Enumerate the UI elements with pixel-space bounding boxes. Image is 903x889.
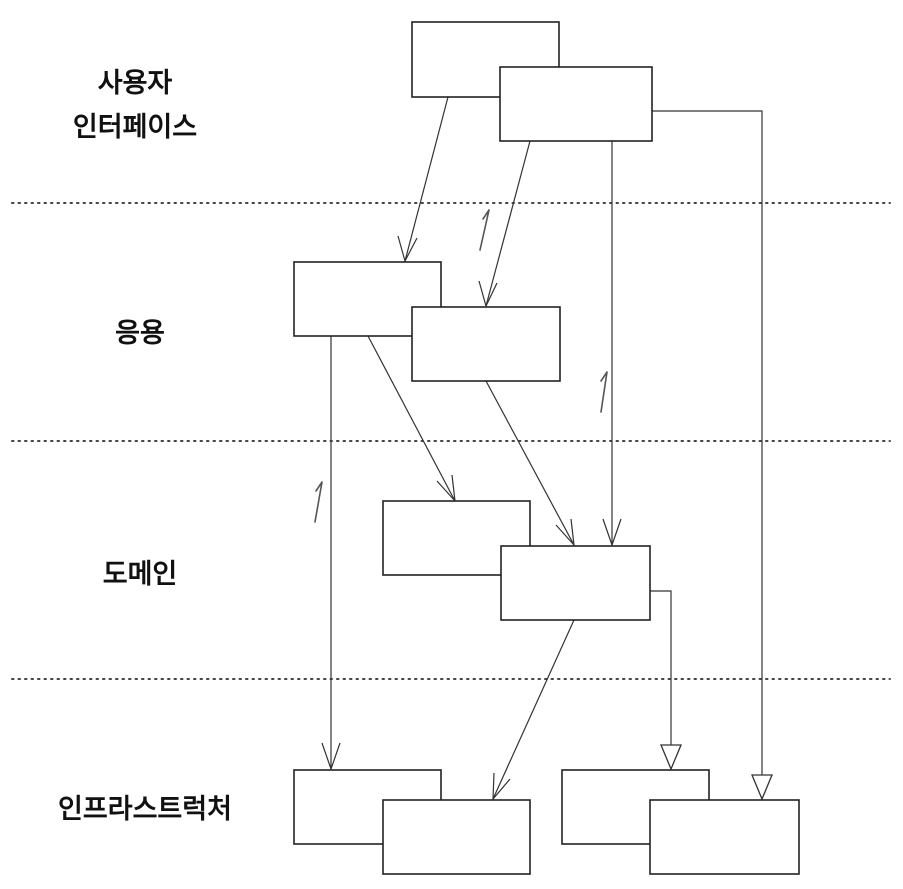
arrowhead-open (602, 518, 622, 547)
arrowhead-open (397, 235, 418, 263)
ui-component-box-b (499, 66, 653, 142)
arrow-ui-b-to-infra-d (652, 110, 763, 775)
arrow-app-b-to-domain-b (485, 380, 575, 546)
arrowhead-hollow-triangle (660, 744, 682, 771)
pencil-up-mark (600, 371, 608, 413)
application-component-box-b (411, 306, 561, 382)
domain-component-box-b (500, 545, 651, 621)
infrastructure-component-box-b (382, 799, 531, 875)
layer-label-ui-line1: 사용자 (98, 68, 173, 99)
layer-label-ui-line2: 인터페이스 (73, 112, 197, 143)
arrow-domain-b-to-infra-c (650, 590, 672, 745)
arrowhead-open (492, 772, 511, 801)
pencil-annotations (314, 209, 608, 523)
arrowhead-open (321, 742, 341, 771)
arrow-app-a-to-domain-a (367, 335, 456, 502)
layer-label-infrastructure: 인프라스트럭처 (58, 794, 232, 825)
arrowhead-open (555, 518, 575, 547)
layer-label-application: 응용 (115, 318, 165, 349)
layer-label-domain: 도메인 (103, 559, 178, 590)
arrow-ui-b-to-app-b (485, 140, 531, 307)
arrowhead-open (478, 280, 498, 308)
pencil-up-mark (314, 481, 323, 523)
pencil-up-mark (479, 209, 490, 251)
infrastructure-component-box-d (649, 799, 800, 875)
arrow-domain-b-to-infra-b (492, 619, 575, 800)
arrowhead-hollow-triangle (751, 774, 773, 801)
arrow-ui-a-to-app-a (404, 96, 449, 262)
